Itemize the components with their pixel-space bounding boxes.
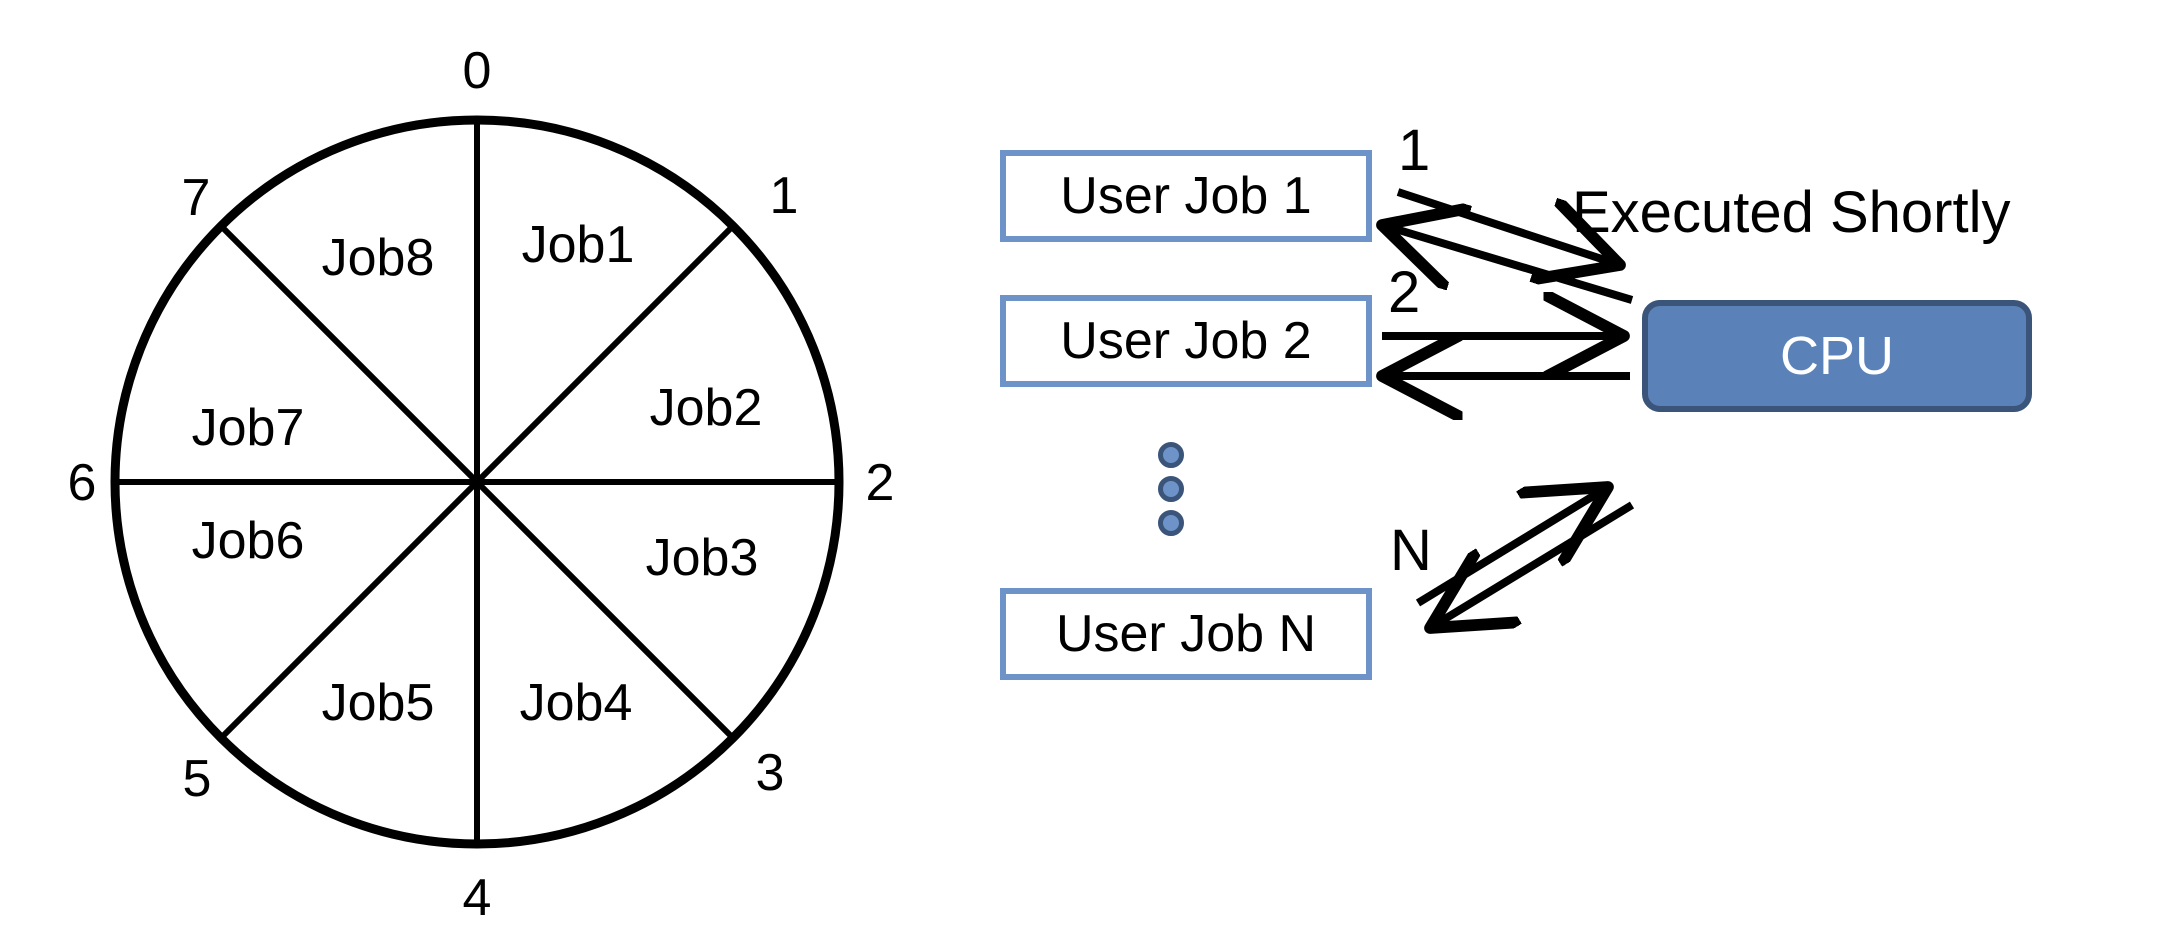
sector-label-job5: Job5 [322, 674, 435, 732]
user-job-n-box[interactable]: User Job N [1000, 588, 1372, 680]
tick-label-2: 2 [866, 454, 895, 512]
user-job-1-box[interactable]: User Job 1 [1000, 150, 1372, 242]
tick-label-6: 6 [68, 454, 97, 512]
vertical-ellipsis-dots [1158, 442, 1184, 536]
executed-shortly-annotation: Executed Shortly [1572, 180, 2010, 245]
tick-label-5: 5 [183, 750, 212, 808]
sector-label-job7: Job7 [192, 399, 305, 457]
arrow-label-n: N [1390, 518, 1432, 583]
circle-sector-labels: Job1 Job2 Job3 Job4 Job5 Job6 Job7 Job8 [192, 216, 763, 732]
ellipsis-dot-1 [1158, 442, 1184, 468]
tick-label-3: 3 [756, 744, 785, 802]
arrow-index-labels: 1 2 N [1388, 118, 1432, 583]
user-job-2-box[interactable]: User Job 2 [1000, 295, 1372, 387]
cpu-box[interactable]: CPU [1642, 300, 2032, 412]
arrow-cpu-to-job1 [1382, 225, 1634, 304]
sector-label-job4: Job4 [520, 674, 633, 732]
tick-label-4: 4 [463, 869, 492, 927]
sector-label-job8: Job8 [322, 229, 435, 287]
arrow-label-1: 1 [1398, 118, 1430, 183]
sector-label-job1: Job1 [522, 216, 635, 274]
arrow-group-job2 [1382, 336, 1630, 376]
sector-label-job2: Job2 [650, 379, 763, 437]
tick-label-0: 0 [463, 42, 492, 100]
cpu-label: CPU [1779, 326, 1894, 386]
arrow-group-jobn [1415, 487, 1635, 628]
sector-label-job6: Job6 [192, 512, 305, 570]
tick-label-7: 7 [182, 169, 211, 227]
circle-tick-labels: 0 1 2 3 4 5 6 7 [68, 42, 895, 927]
user-job-1-label: User Job 1 [1060, 167, 1312, 225]
arrow-cpu-to-jobn [1430, 501, 1635, 628]
user-job-2-label: User Job 2 [1060, 312, 1312, 370]
round-robin-circle-group [110, 115, 844, 849]
ellipsis-dot-2 [1158, 476, 1184, 502]
user-job-n-label: User Job N [1055, 605, 1317, 663]
sector-label-job3: Job3 [646, 529, 759, 587]
sector-divider-diagonal-swne [218, 223, 736, 741]
arrow-label-2: 2 [1388, 260, 1420, 325]
tick-label-1: 1 [770, 167, 799, 225]
arrow-group-job1 [1382, 188, 1634, 304]
arrow-jobn-to-cpu [1415, 487, 1608, 607]
ellipsis-dot-3 [1158, 510, 1184, 536]
